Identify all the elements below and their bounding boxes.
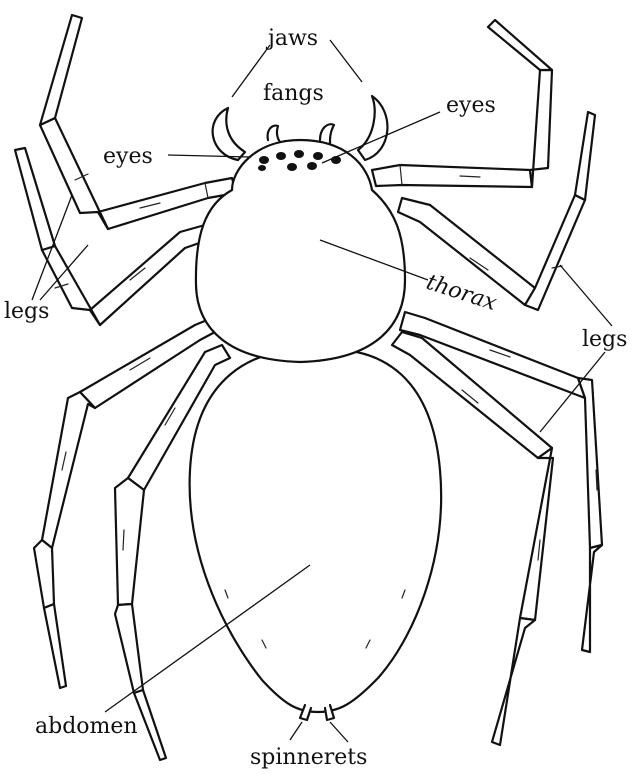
abdomen-shape (190, 350, 442, 712)
label-eyes-left: eyes (103, 144, 153, 169)
leg-left-1 (40, 15, 236, 229)
label-jaws: jaws (265, 26, 318, 51)
label-legs-left: legs (4, 299, 49, 324)
label-fangs: fangs (263, 81, 324, 106)
label-spinnerets: spinnerets (250, 745, 367, 770)
label-abdomen: abdomen (35, 714, 138, 739)
label-eyes-right: eyes (446, 93, 496, 118)
label-legs-right: legs (582, 327, 627, 352)
